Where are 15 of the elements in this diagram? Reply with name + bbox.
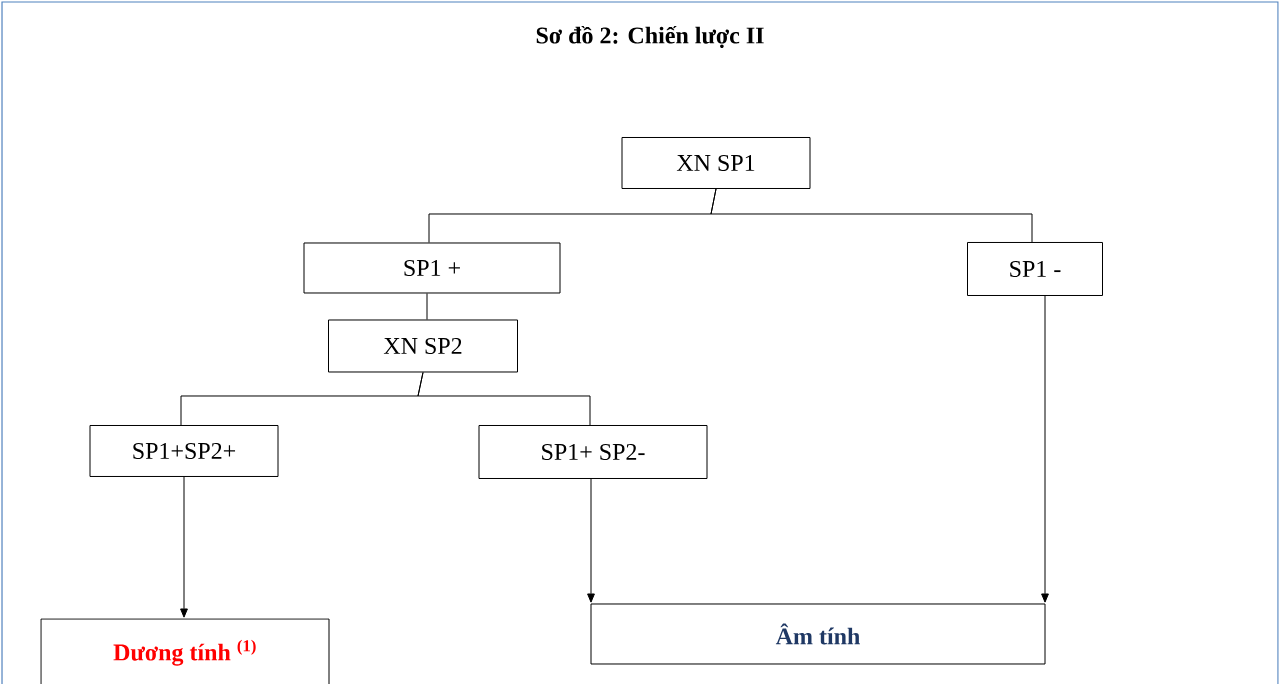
connector [417,372,591,426]
result-box: XN SP1 [621,137,811,189]
result-box: SP1+SP2+ [89,425,279,477]
result-box: Âm tính [590,603,1046,665]
connector [180,476,188,618]
result-box: XN SP2 [328,319,518,373]
connector [587,478,595,603]
result-box: Dương tính $^{(1)}$ [40,618,330,684]
title: Sơ đồ 2: Chiến lược II [536,25,764,49]
result-box: SP1+ SP2- [478,425,708,479]
connector [1041,295,1049,603]
result-box: SP1 - [967,242,1103,296]
result-box: SP1 + [303,242,561,294]
connector [710,188,1033,243]
connector [426,293,428,320]
